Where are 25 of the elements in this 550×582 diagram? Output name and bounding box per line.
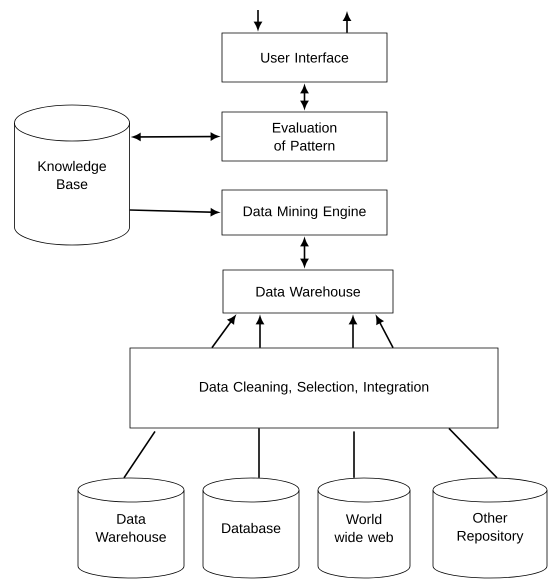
node-label: Database [222,522,280,534]
database-cylinder: World wide web [318,478,410,578]
database-cylinder: Database [202,478,300,578]
arrow [254,10,262,30]
arrow [343,12,351,33]
process-box: Data Cleaning, Selection, Integration [130,348,498,428]
arrow [130,208,219,216]
arrow [300,238,308,267]
process-box: Evaluation of Pattern [222,112,388,162]
arrow [132,132,219,141]
process-box: User Interface [222,32,388,82]
database-cylinder: Other Repository [432,478,548,578]
arrow [300,85,308,109]
arrow [211,316,236,348]
node-label: Other Repository [458,512,524,544]
arrow [256,316,264,348]
process-box: Data Mining Engine [222,190,388,236]
database-cylinder: Knowledge Base [14,104,130,246]
node-label: World wide web [334,514,393,542]
arrow [349,316,357,348]
node-label: Knowledge Base [38,160,106,190]
node-label: Data Warehouse [96,514,166,542]
arrow [376,316,394,348]
database-cylinder: Data Warehouse [78,478,184,578]
process-box: Data Warehouse [222,270,394,314]
